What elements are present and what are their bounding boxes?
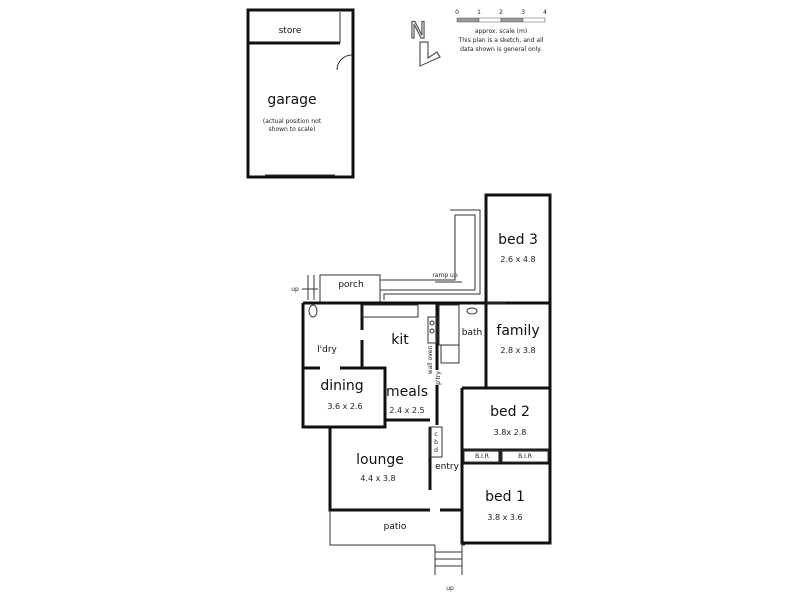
scale-tick: 3 (521, 9, 525, 16)
ramp-label: ramp up (432, 272, 458, 279)
plan-label: 3.8 x 3.6 (487, 513, 522, 522)
up-label: up (446, 585, 454, 592)
plan-label: 2.6 x 4.8 (500, 255, 535, 264)
garage-label: garage (267, 92, 316, 108)
disclaimer-2: data shown is general only. (460, 46, 542, 53)
room-dining: dining (320, 378, 363, 394)
bir-label: B.I.R (518, 453, 532, 460)
scale-bar: 0 1 2 3 4 approx. scale (m) This plan is… (455, 9, 547, 53)
plan-label: 3.8x 2.8 (494, 428, 527, 437)
room-family: family (496, 323, 539, 339)
house-walls: up c b d B.I.R B.I.R wall oven p'try (301, 193, 552, 592)
scale-label: approx. scale (m) (475, 28, 527, 35)
room-patio: patio (384, 522, 407, 532)
bir-label: B.I.R (475, 453, 489, 460)
room-meals: meals (386, 384, 428, 400)
ramp: ramp up up (291, 209, 481, 304)
plan-label: wall oven (427, 346, 434, 375)
room-ldry: l'dry (317, 345, 337, 355)
scale-tick: 1 (477, 9, 481, 16)
plan-label: 2.4 x 2.5 (389, 406, 424, 415)
room-lounge: lounge (356, 452, 404, 468)
plan-label: N (410, 19, 426, 44)
plan-label: 4.4 x 3.8 (360, 474, 395, 483)
scale-tick: 0 (455, 9, 459, 16)
plan-label: b (434, 439, 438, 446)
room-entry: entry (435, 462, 459, 472)
up-label: up (291, 286, 299, 293)
north-arrow-icon: N (409, 18, 441, 67)
room-bed3: bed 3 (498, 232, 538, 248)
plan-label: d (434, 447, 438, 454)
scale-tick: 4 (543, 9, 547, 16)
disclaimer-1: This plan is a sketch, and all (458, 37, 544, 44)
room-kit: kit (391, 332, 409, 348)
garage-building: store garage (actual position not shown … (246, 8, 355, 179)
plan-label: p'try (435, 371, 442, 385)
plan-label: 2.8 x 3.8 (500, 346, 535, 355)
plan-label: c (434, 431, 437, 438)
room-bed2: bed 2 (490, 404, 530, 420)
plan-label: 3.6 x 2.6 (327, 402, 362, 411)
scale-tick: 2 (499, 9, 503, 16)
store-label: store (279, 26, 302, 36)
room-bed1: bed 1 (485, 489, 525, 505)
garage-note-1: (actual position not (263, 118, 322, 125)
room-labels: bed 3 2.6 x 4.8 family 2.8 x 3.8 bed 2 3… (317, 232, 539, 532)
room-bath: bath (462, 328, 482, 338)
garage-note-2: shown to scale) (269, 126, 316, 133)
room-porch: porch (338, 280, 363, 290)
